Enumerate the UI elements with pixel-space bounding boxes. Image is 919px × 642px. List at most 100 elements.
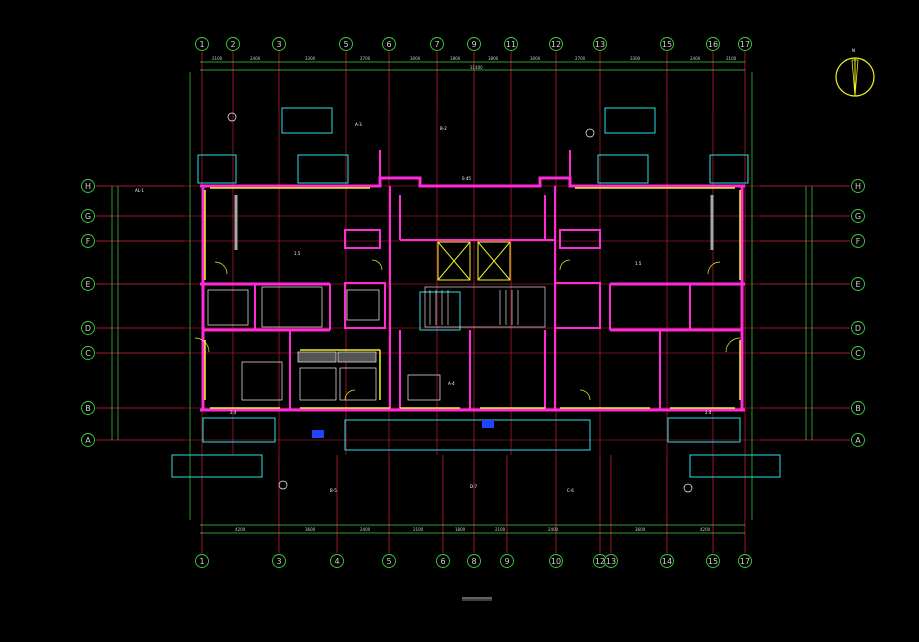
column-axis-bubble: 6	[382, 37, 396, 51]
axis-label: H	[855, 182, 861, 191]
column-axis-bubble: 15	[660, 37, 674, 51]
row-axis-bubble: H	[851, 179, 865, 193]
svg-text:4200: 4200	[700, 527, 711, 532]
svg-text:2400: 2400	[360, 527, 371, 532]
svg-text:2100: 2100	[413, 527, 424, 532]
axis-label: A	[85, 436, 91, 445]
svg-text:3000: 3000	[530, 56, 541, 61]
axis-label: G	[855, 212, 861, 221]
svg-text:3600: 3600	[305, 527, 316, 532]
doors	[194, 259, 741, 401]
svg-text:2100: 2100	[495, 527, 506, 532]
row-axis-bubble: D	[851, 321, 865, 335]
column-axis-bubble: 12	[549, 37, 563, 51]
axis-label: 14	[662, 557, 672, 566]
row-axis-bubble: B	[81, 401, 95, 415]
axis-label: 11	[506, 40, 516, 49]
row-axis-bubble: G	[81, 209, 95, 223]
column-axis-bubble: 3	[272, 554, 286, 568]
axis-label: 3	[276, 40, 281, 49]
column-axis-bubble: 13	[604, 554, 618, 568]
svg-text:AL-1: AL-1	[135, 188, 144, 193]
axis-label: A	[855, 436, 861, 445]
axis-label: D	[855, 324, 861, 333]
axis-label: 5	[386, 557, 391, 566]
column-axis-bubble: 7	[430, 37, 444, 51]
column-axis-bubble: 13	[593, 37, 607, 51]
interior-walls	[254, 150, 691, 410]
axis-label: F	[86, 237, 91, 246]
row-axis-bubble: E	[81, 277, 95, 291]
axis-label: B	[855, 404, 861, 413]
axis-label: 3	[276, 557, 281, 566]
north-arrow: N	[835, 48, 875, 97]
row-axis-bubble: F	[851, 234, 865, 248]
column-axis-bubble: 6	[436, 554, 450, 568]
axis-label: 5	[343, 40, 348, 49]
column-axis-bubble: 1	[195, 554, 209, 568]
svg-text:2400: 2400	[548, 527, 559, 532]
elevator-shafts	[437, 241, 511, 281]
axis-label: 8	[471, 557, 476, 566]
axis-label: C	[85, 349, 91, 358]
column-axis-bubble: 16	[706, 37, 720, 51]
svg-text:D-7: D-7	[470, 484, 478, 489]
axis-label: G	[85, 212, 91, 221]
gray-walls	[234, 195, 714, 250]
axis-label: 1	[199, 40, 204, 49]
row-axis-bubble: A	[81, 433, 95, 447]
svg-text:1.5: 1.5	[635, 261, 642, 266]
row-axis-bubbles-left: H G F E D C B A	[81, 179, 95, 447]
svg-text:2700: 2700	[360, 56, 371, 61]
column-axis-bubble: 3	[272, 37, 286, 51]
section-markers	[227, 112, 693, 493]
axis-label: E	[85, 280, 90, 289]
row-axis-bubble: D	[81, 321, 95, 335]
column-axis-bubble: 4	[330, 554, 344, 568]
axis-label: 10	[551, 557, 561, 566]
north-arrow-label: N	[852, 48, 855, 53]
axis-label: 13	[606, 557, 616, 566]
column-axis-bubble: 15	[706, 554, 720, 568]
row-axis-bubble: F	[81, 234, 95, 248]
row-axis-bubble: A	[851, 433, 865, 447]
column-axis-bubble: 2	[226, 37, 240, 51]
axis-label: 1	[199, 557, 204, 566]
axis-label: B	[85, 404, 91, 413]
axis-label: H	[85, 182, 91, 191]
balconies	[171, 107, 781, 478]
column-axis-bubble: 1	[195, 37, 209, 51]
dimension-lines	[111, 61, 813, 534]
svg-text:2700: 2700	[575, 56, 586, 61]
blue-markers	[312, 420, 494, 438]
svg-text:2400: 2400	[690, 56, 701, 61]
column-axis-bubble: 14	[660, 554, 674, 568]
axis-label: D	[85, 324, 91, 333]
axis-label: E	[855, 280, 860, 289]
svg-text:C-6: C-6	[567, 488, 574, 493]
column-axis-bubble: 5	[339, 37, 353, 51]
stair	[424, 286, 546, 328]
axis-label: 12	[595, 557, 605, 566]
column-axis-bubble: 9	[467, 37, 481, 51]
column-axis-bubble: 10	[549, 554, 563, 568]
row-axis-bubble: G	[851, 209, 865, 223]
row-axis-bubble: E	[851, 277, 865, 291]
svg-text:B-5: B-5	[330, 488, 337, 493]
svg-text:1800: 1800	[488, 56, 499, 61]
svg-text:2100: 2100	[212, 56, 223, 61]
svg-text:B-2: B-2	[440, 126, 447, 131]
svg-text:3000: 3000	[410, 56, 421, 61]
row-axis-bubbles-right: H G F E D C B A	[851, 179, 865, 447]
axis-label: 4	[334, 557, 339, 566]
axis-label: C	[855, 349, 861, 358]
axis-label: 9	[471, 40, 476, 49]
axis-label: 12	[551, 40, 561, 49]
svg-text:A-4: A-4	[448, 381, 455, 386]
row-axis-bubble: B	[851, 401, 865, 415]
axis-label: 9	[504, 557, 509, 566]
svg-text:3300: 3300	[630, 56, 641, 61]
